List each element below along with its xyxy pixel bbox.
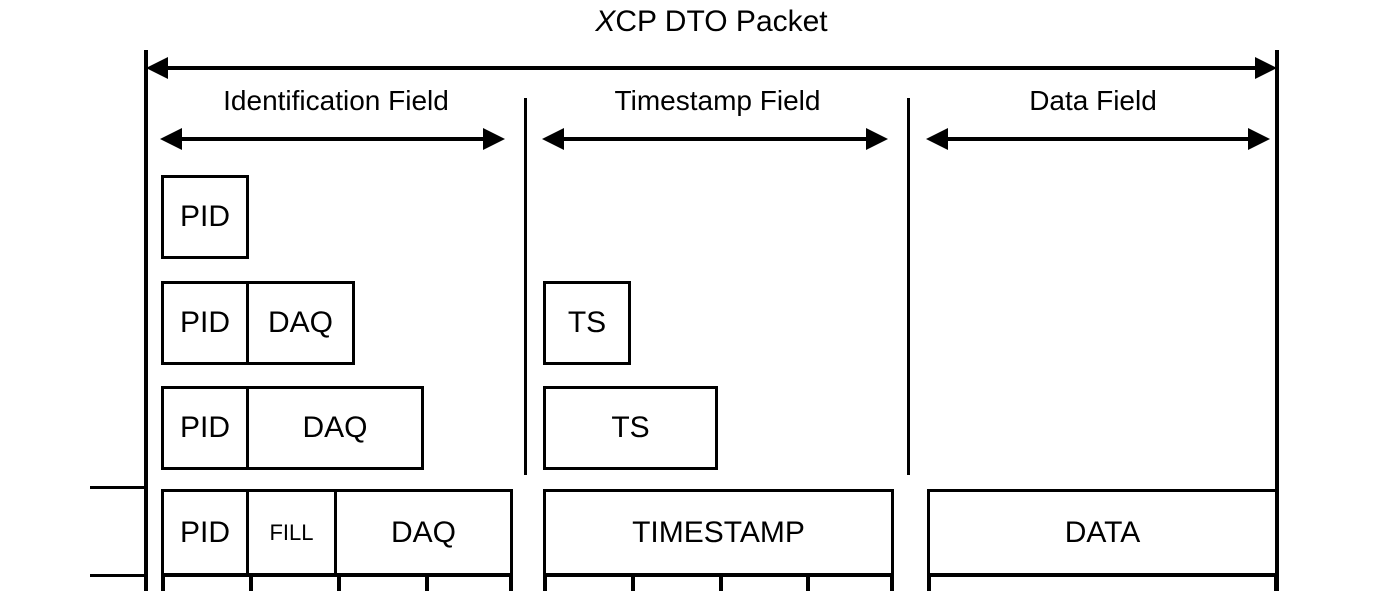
packet-right-boundary xyxy=(1275,50,1279,591)
byte-tick xyxy=(425,573,429,591)
diagram-title-italic-prefix: X xyxy=(595,5,616,38)
packet-left-boundary xyxy=(144,50,148,591)
arrow-head-right-icon xyxy=(483,128,505,150)
byte-tick xyxy=(927,573,931,591)
xcp-dto-packet-extent-arrow xyxy=(146,57,1277,79)
data-field-extent-arrow xyxy=(926,128,1270,150)
packet-cell-pid: PID xyxy=(161,386,249,470)
identification-timestamp-separator xyxy=(524,98,527,475)
arrow-shaft xyxy=(937,137,1259,141)
packet-cell-daq: DAQ xyxy=(249,386,424,470)
packet-cell-fill: FILL xyxy=(249,489,337,576)
identification-field-extent-arrow xyxy=(160,128,505,150)
field-label-identification: Identification Field xyxy=(223,85,449,116)
data-bottom-rule xyxy=(927,573,1278,577)
byte-tick xyxy=(249,573,253,591)
packet-cell-daq: DAQ xyxy=(337,489,513,576)
arrow-shaft xyxy=(553,137,877,141)
byte-tick xyxy=(631,573,635,591)
diagram-title: XCP DTO Packet xyxy=(145,4,1278,40)
field-label-data: Data Field xyxy=(1029,85,1157,116)
byte-tick xyxy=(337,573,341,591)
packet-cell-daq: DAQ xyxy=(249,281,355,365)
row-truncation-stub-bottom xyxy=(90,574,146,577)
byte-tick xyxy=(509,573,513,591)
timestamp-field-extent-arrow xyxy=(542,128,888,150)
packet-cell-pid: PID xyxy=(161,281,249,365)
packet-cell-ts: TS xyxy=(543,281,631,365)
packet-cell-ts: TS xyxy=(543,386,718,470)
timestamp-data-separator xyxy=(907,98,910,475)
byte-tick xyxy=(719,573,723,591)
packet-cell-timestamp: TIMESTAMP xyxy=(543,489,894,576)
timestamp-bottom-rule xyxy=(543,573,894,577)
field-label-timestamp: Timestamp Field xyxy=(614,85,821,116)
packet-cell-pid: PID xyxy=(161,175,249,259)
byte-tick xyxy=(806,573,810,591)
arrow-shaft xyxy=(171,137,494,141)
arrow-head-right-icon xyxy=(866,128,888,150)
diagram-title-rest: CP DTO Packet xyxy=(615,5,828,38)
byte-tick xyxy=(890,573,894,591)
packet-cell-pid: PID xyxy=(161,489,249,576)
row-truncation-stub-top xyxy=(90,486,146,489)
arrow-shaft xyxy=(157,66,1266,70)
byte-tick xyxy=(543,573,547,591)
arrow-head-right-icon xyxy=(1248,128,1270,150)
byte-tick xyxy=(1274,573,1278,591)
packet-cell-data: DATA xyxy=(927,489,1278,576)
arrow-head-right-icon xyxy=(1255,57,1277,79)
byte-tick xyxy=(161,573,165,591)
